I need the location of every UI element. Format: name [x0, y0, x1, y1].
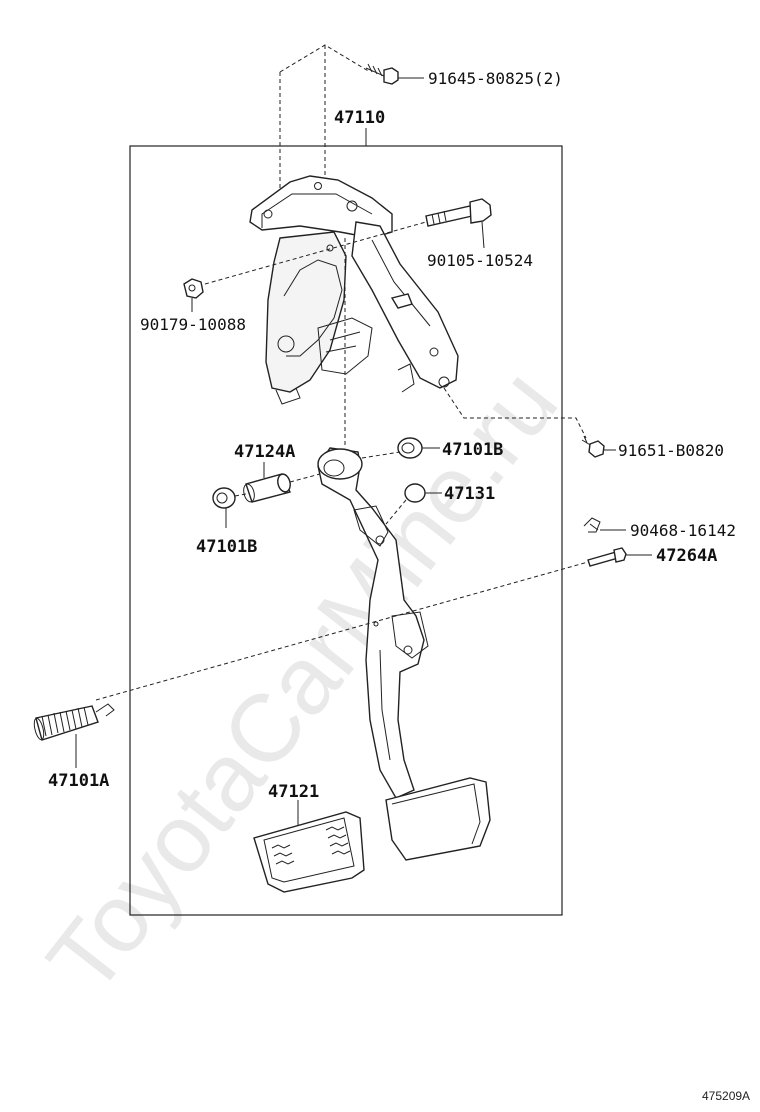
label-90105-10524[interactable]: 90105-10524 [427, 251, 533, 270]
axis-stopper [385, 499, 407, 525]
leader-90105 [481, 221, 485, 249]
label-47131[interactable]: 47131 [444, 484, 495, 504]
bolt-91645[interactable] [365, 63, 399, 85]
axis-collar [289, 473, 321, 483]
clip-90468[interactable] [583, 517, 601, 533]
bolt-90105[interactable] [425, 198, 492, 227]
route-91651 [443, 387, 587, 439]
label-90179-10088[interactable]: 90179-10088 [140, 315, 246, 334]
collar-47124A[interactable] [242, 473, 292, 503]
brake-pedal-pad[interactable] [385, 777, 491, 861]
axis-spring-pin [95, 561, 589, 701]
label-47101B-bottom[interactable]: 47101B [196, 537, 257, 557]
pin-47264A[interactable] [587, 547, 627, 567]
label-47124A[interactable]: 47124A [234, 442, 295, 462]
label-47121[interactable]: 47121 [268, 782, 319, 802]
bushing-47101B-top[interactable] [397, 437, 423, 459]
nut-90179[interactable] [183, 278, 204, 299]
bushing-47101B-bottom[interactable] [212, 487, 236, 509]
label-47264A[interactable]: 47264A [656, 546, 717, 566]
axis-bushing [361, 451, 401, 459]
assembly-frame [129, 145, 563, 916]
stopper-47131[interactable] [404, 483, 426, 503]
brake-pedal-arm[interactable] [317, 447, 429, 799]
label-91651-B0820[interactable]: 91651-B0820 [618, 441, 724, 460]
pedal-pad-cover-47121[interactable] [253, 811, 365, 893]
axis-bushing-bottom [234, 493, 247, 497]
label-91645-80825[interactable]: 91645-80825(2) [428, 69, 563, 88]
screw-91651[interactable] [581, 435, 605, 458]
label-90468-16142[interactable]: 90468-16142 [630, 521, 736, 540]
figure-code: 475209A [702, 1089, 750, 1103]
label-47110[interactable]: 47110 [334, 108, 385, 128]
label-47101B-top[interactable]: 47101B [442, 440, 503, 460]
axis-90179 [204, 221, 427, 285]
spring-47101A[interactable] [32, 703, 115, 741]
label-47101A[interactable]: 47101A [48, 771, 109, 791]
pedal-bracket[interactable] [249, 175, 459, 405]
